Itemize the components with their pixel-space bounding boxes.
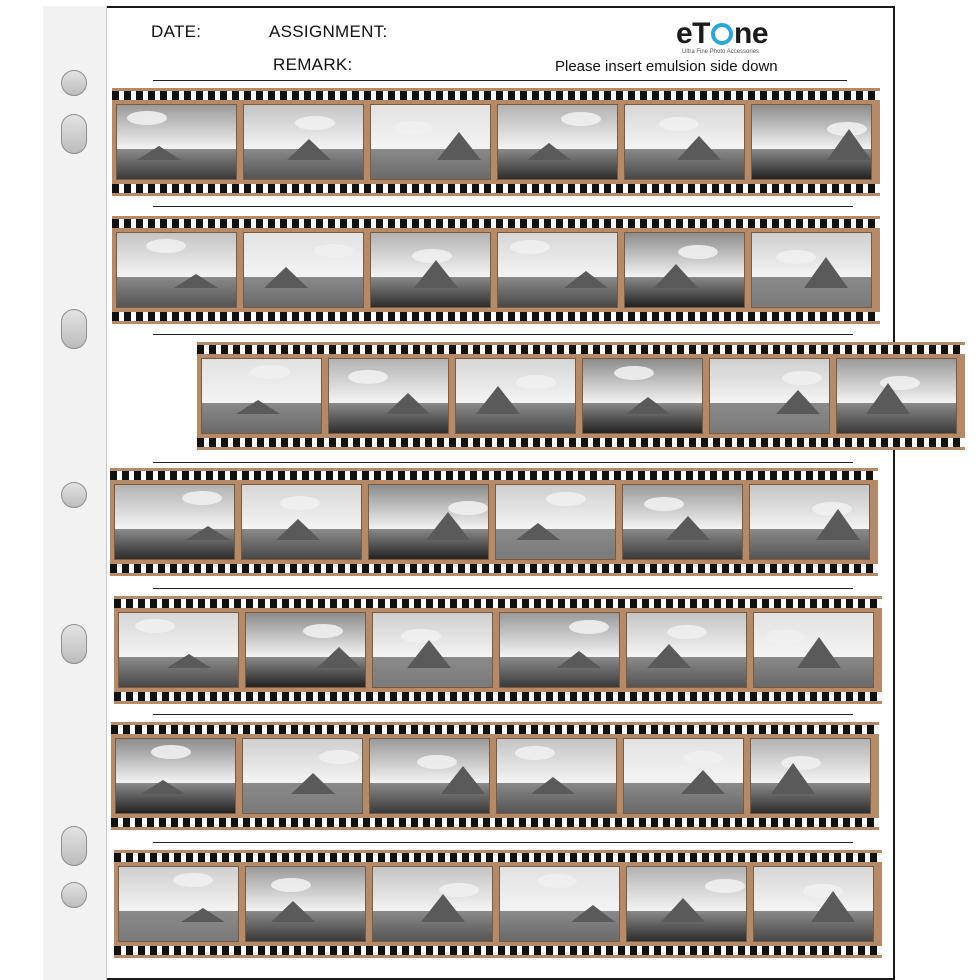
sprocket-holes (110, 564, 878, 573)
photo-frame-tidal-beach[interactable] (836, 358, 957, 434)
photo-frame-mountain-lake[interactable] (497, 104, 618, 180)
photo-frame-reflection-bay[interactable] (328, 358, 449, 434)
photo-frame-city-skyline[interactable] (455, 358, 576, 434)
binder-hole (61, 882, 87, 908)
brand-prefix: eT (676, 17, 711, 50)
sprocket-holes (112, 312, 880, 321)
sprocket-holes (197, 345, 965, 354)
film-strip (111, 722, 879, 830)
photo-frame-old-town[interactable] (114, 484, 235, 560)
remark-label: REMARK: (273, 55, 353, 74)
photo-frame-misty-lake-figures[interactable] (243, 104, 364, 180)
binder-hole (61, 309, 87, 349)
binder-hole (61, 624, 87, 664)
lens-icon (711, 23, 734, 45)
sprocket-holes (112, 219, 880, 228)
row-divider (153, 206, 853, 207)
photo-frame-wrecked-boat[interactable] (241, 484, 362, 560)
brand-logo: eT ne Ultra Fine Photo Accessories (676, 18, 796, 60)
photo-frame-tree-avenue[interactable] (623, 738, 744, 814)
sprocket-holes (112, 91, 880, 100)
photo-frame-old-town-2[interactable] (245, 612, 366, 688)
photo-frame-pier-lake[interactable] (497, 232, 618, 308)
photo-frame-tower-lake[interactable] (753, 612, 874, 688)
photo-frame-lighthouse[interactable] (495, 484, 616, 560)
photo-frame-stonehenge[interactable] (624, 104, 745, 180)
photo-frame-mountain-clouds[interactable] (115, 738, 236, 814)
photo-frame-sunset-coast[interactable] (751, 104, 872, 180)
photo-frame-forest-hiker[interactable] (626, 866, 747, 942)
photo-frame-city-buildings[interactable] (243, 232, 364, 308)
row-divider (153, 588, 853, 589)
emulsion-instruction: Please insert emulsion side down (555, 58, 778, 75)
photo-frame-rock-spires[interactable] (118, 866, 239, 942)
photo-frame-fog-hills[interactable] (624, 232, 745, 308)
sprocket-holes (112, 184, 880, 193)
photo-frame-rocky-shore[interactable] (245, 866, 366, 942)
photo-frame-trees-lake[interactable] (116, 104, 237, 180)
photo-frame-valley-lake[interactable] (622, 484, 743, 560)
photo-frame-forest-path[interactable] (370, 232, 491, 308)
photo-frame-coast-rock[interactable] (709, 358, 830, 434)
film-strip (112, 216, 880, 324)
photo-frame-ship-horizon[interactable] (368, 484, 489, 560)
photo-frame-boat-prow[interactable] (750, 738, 871, 814)
photo-frame-long-pier[interactable] (118, 612, 239, 688)
row-divider (153, 714, 853, 715)
sprocket-holes (197, 438, 965, 447)
row-divider (153, 462, 853, 463)
sprocket-holes (114, 599, 882, 608)
photo-frame-chinese-pavilion[interactable] (116, 232, 237, 308)
film-strip (114, 596, 882, 704)
photo-frame-cloud-sea-hikers[interactable] (751, 232, 872, 308)
brand-tagline: Ultra Fine Photo Accessories (682, 49, 760, 55)
photo-frame-plains-view[interactable] (499, 866, 620, 942)
sprocket-holes (114, 946, 882, 955)
photo-frame-cloudy-harbor[interactable] (582, 358, 703, 434)
photo-frame-snowy-valley[interactable] (369, 738, 490, 814)
photo-frame-lake-hills[interactable] (626, 612, 747, 688)
photo-frame-boulders[interactable] (753, 866, 874, 942)
photo-frame-misty-peaks[interactable] (372, 866, 493, 942)
photo-frame-lake-pines[interactable] (201, 358, 322, 434)
film-strip (114, 850, 882, 958)
date-label: DATE: (151, 22, 202, 41)
sprocket-holes (111, 818, 879, 827)
film-strip (110, 468, 878, 576)
row-divider (153, 842, 853, 843)
photo-frame-river-village[interactable] (499, 612, 620, 688)
assignment-label: ASSIGNMENT: (269, 22, 388, 41)
binder-hole (61, 70, 87, 96)
brand-suffix: ne (734, 17, 769, 50)
binder-hole (61, 114, 87, 154)
film-strip (112, 88, 880, 196)
photo-frame-cloudy-seascape[interactable] (370, 104, 491, 180)
binder-hole (61, 482, 87, 508)
photo-frame-pagoda-trees[interactable] (242, 738, 363, 814)
binder-hole (61, 826, 87, 866)
sprocket-holes (111, 725, 879, 734)
binder-margin (43, 6, 107, 980)
photo-frame-birch-forest[interactable] (749, 484, 870, 560)
photo-frame-sunrays-mountains[interactable] (372, 612, 493, 688)
header-rule (153, 80, 847, 81)
sprocket-holes (114, 853, 882, 862)
row-divider (153, 334, 853, 335)
sprocket-holes (110, 471, 878, 480)
film-strip (197, 342, 965, 450)
sprocket-holes (114, 692, 882, 701)
photo-frame-beached-boat[interactable] (496, 738, 617, 814)
